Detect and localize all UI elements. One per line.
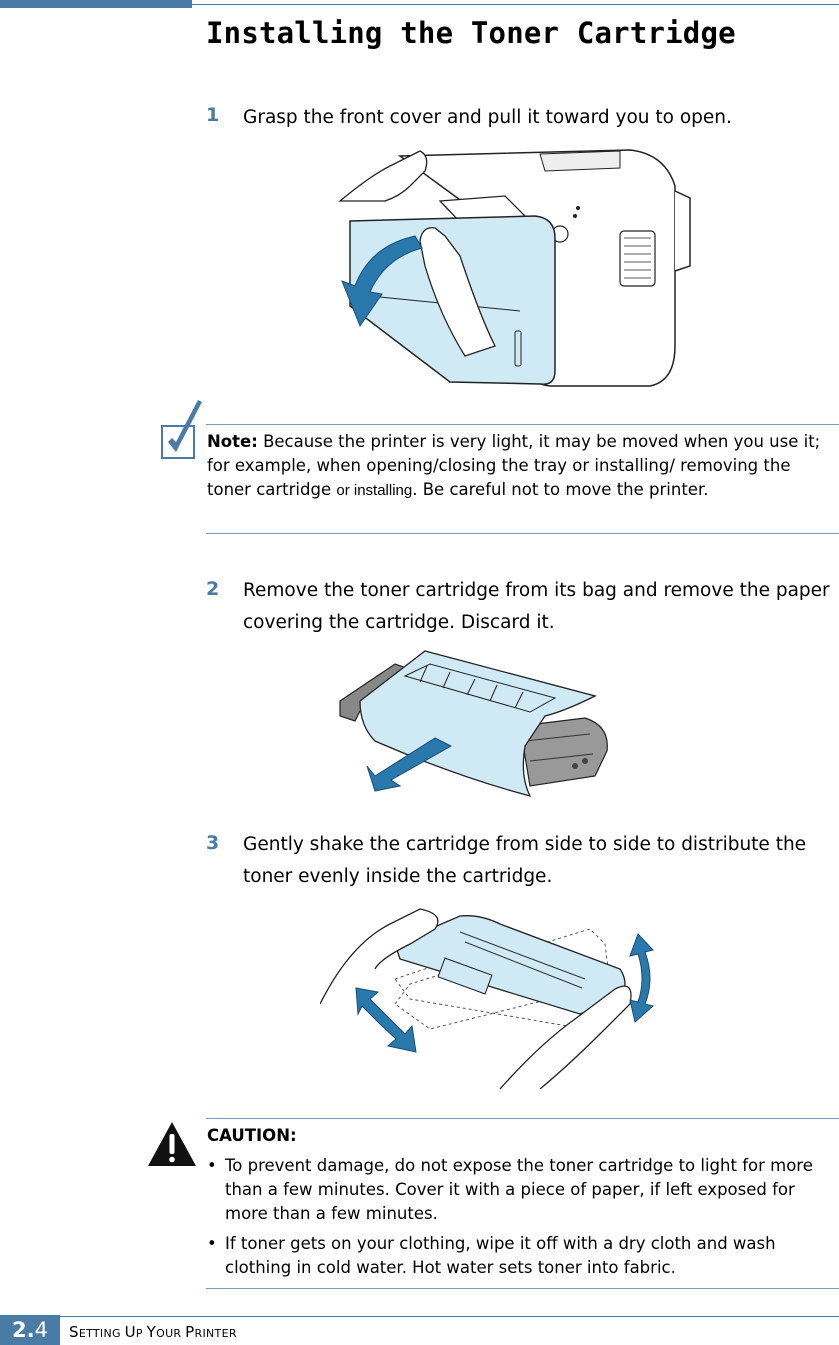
step-1-number: 1	[206, 104, 220, 126]
caution-title: CAUTION:	[207, 1126, 297, 1145]
shake-cartridge-illustration	[320, 908, 655, 1089]
toner-cartridge-unwrap-illustration	[339, 650, 608, 797]
note-top-rule	[206, 424, 839, 425]
note-body-b: . Be careful not to move the printer.	[412, 480, 709, 499]
sc-cap: S	[69, 1323, 79, 1341]
step-3-text: Gently shake the cartridge from side to …	[243, 834, 807, 887]
footer-rule	[60, 1316, 839, 1317]
step-2-text: Remove the toner cartridge from its bag …	[243, 580, 830, 633]
header-accent-bar	[0, 0, 192, 8]
sc-lower: P	[135, 1327, 147, 1340]
caution-item-text: To prevent damage, do not expose the ton…	[225, 1156, 813, 1223]
note-body-small: or installing	[336, 482, 413, 499]
sc-lower: RINTER	[194, 1327, 237, 1340]
caution-item-text: If toner gets on your clothing, wipe it …	[225, 1234, 776, 1277]
page-index: 4	[34, 1318, 48, 1342]
note-label: Note:	[207, 432, 258, 451]
caution-bottom-rule	[206, 1288, 839, 1289]
page-chapter: 2.	[12, 1318, 35, 1342]
step-1-text: Grasp the front cover and pull it toward…	[243, 107, 732, 128]
caution-top-rule	[206, 1118, 839, 1119]
step-3-number: 3	[206, 832, 220, 854]
sc-cap: P	[185, 1323, 195, 1341]
note-bottom-rule	[206, 533, 839, 534]
footer-section-title: SETTING UP YOUR PRINTER	[69, 1323, 237, 1341]
sc-cap: Y	[146, 1323, 157, 1341]
bullet: •	[207, 1234, 217, 1253]
header-rule	[192, 4, 839, 5]
warning-triangle-icon	[148, 1122, 196, 1166]
caution-list: • To prevent damage, do not expose the to…	[207, 1154, 837, 1286]
page-title: Installing the Toner Cartridge	[206, 16, 736, 50]
bullet: •	[207, 1156, 217, 1175]
caution-item: • To prevent damage, do not expose the to…	[207, 1154, 837, 1226]
checkmark-icon	[161, 400, 202, 459]
note-text: Note: Because the printer is very light,…	[207, 430, 837, 503]
step-2-number: 2	[206, 578, 220, 600]
sc-cap: U	[124, 1323, 136, 1341]
note-body-a: Because the printer is very light, it ma…	[207, 432, 821, 499]
printer-open-cover-illustration	[338, 149, 691, 387]
page-number: 2.4	[0, 1315, 60, 1345]
sc-lower: OUR	[156, 1327, 186, 1340]
caution-item: • If toner gets on your clothing, wipe it…	[207, 1232, 837, 1280]
sc-lower: ETTING	[78, 1327, 125, 1340]
